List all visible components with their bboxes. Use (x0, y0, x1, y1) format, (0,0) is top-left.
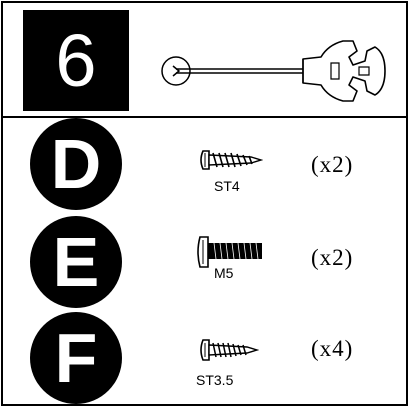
part-badge-e: E (30, 216, 122, 308)
tapping-screw-icon (200, 150, 263, 170)
step-number-box: 6 (23, 10, 129, 111)
part-badge-f: F (30, 312, 122, 404)
part-quantity: (x2) (311, 152, 354, 177)
part-letter: E (52, 223, 100, 301)
machine-screw-icon (197, 236, 262, 268)
row-divider (3, 116, 406, 118)
part-label: M5 (214, 265, 234, 281)
wrench-tool-icon (161, 40, 386, 102)
part-quantity: (x2) (311, 245, 354, 270)
part-letter: D (50, 125, 102, 203)
part-letter: F (54, 319, 98, 397)
part-label: ST3.5 (196, 372, 234, 388)
part-quantity: (x4) (311, 336, 354, 361)
tapping-screw-icon (200, 339, 259, 361)
part-label: ST4 (214, 178, 240, 194)
step-number: 6 (55, 19, 97, 102)
part-badge-d: D (30, 118, 122, 210)
